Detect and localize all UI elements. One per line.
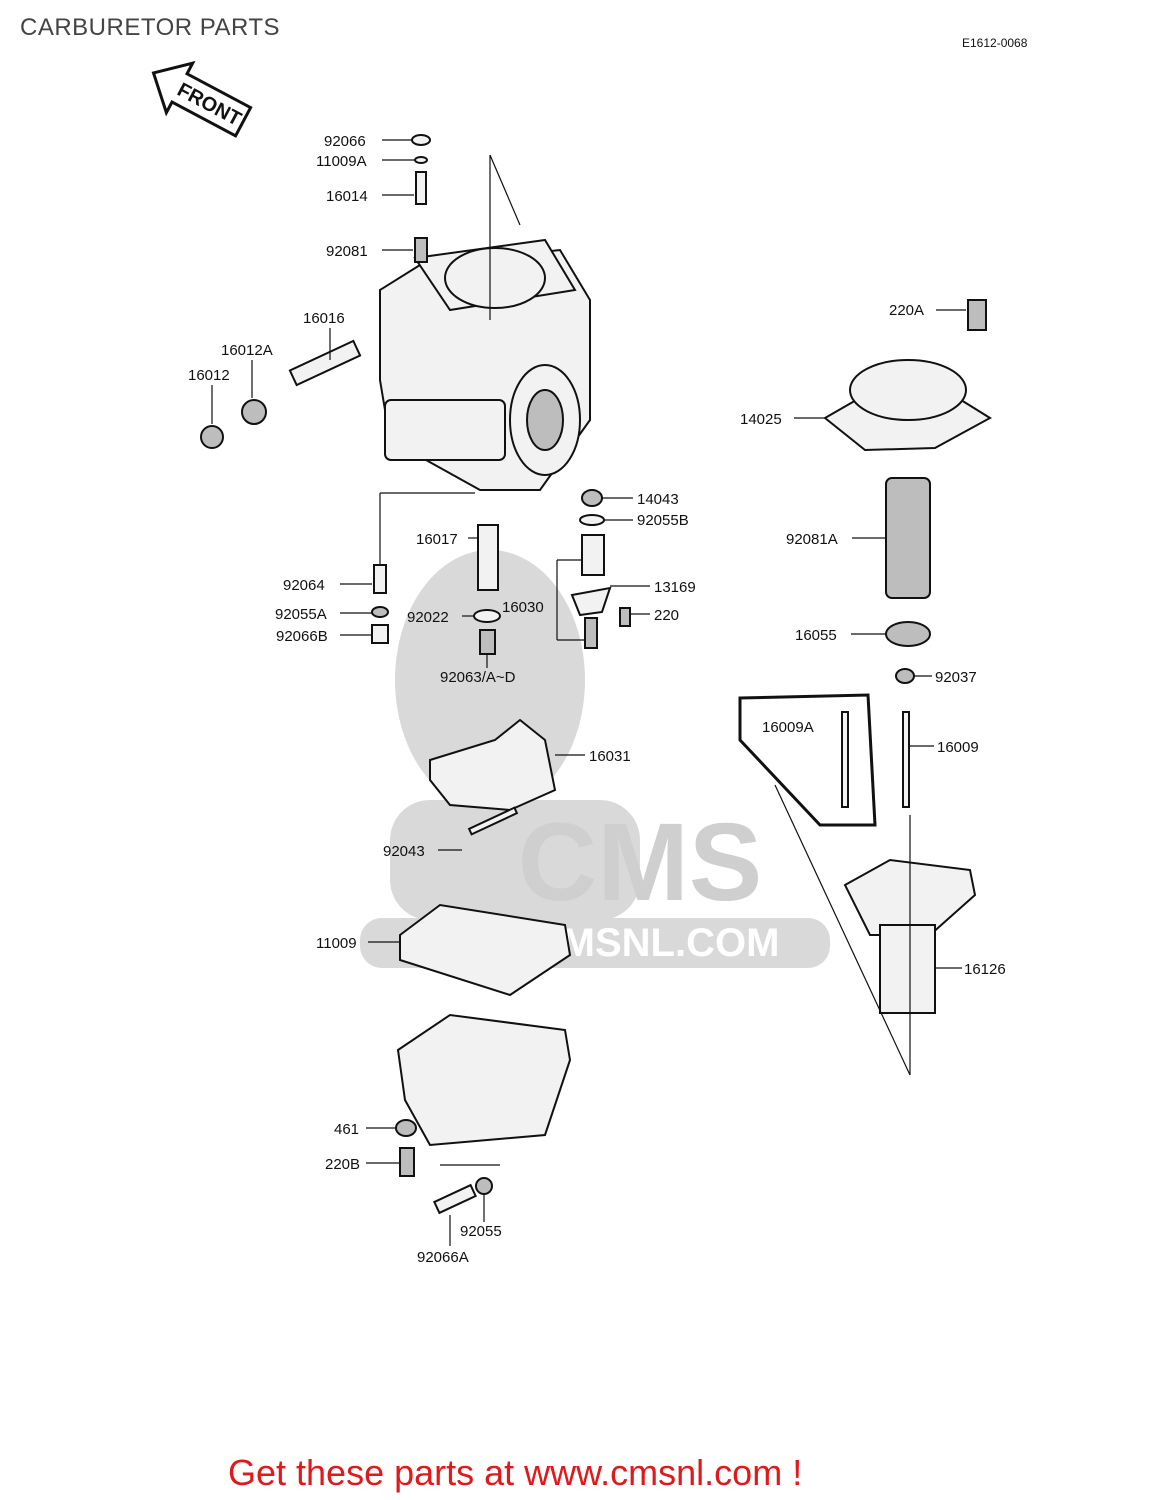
part-label-92066[interactable]: 92066 [324, 133, 366, 150]
shape-14043 [581, 489, 603, 507]
shape-16012a [241, 399, 267, 425]
shape-16055 [885, 621, 931, 647]
shape-14025-dome [849, 359, 967, 421]
shape-92064 [373, 564, 387, 594]
leader-axis-arrow [489, 154, 521, 226]
watermark-brand: CMS [518, 801, 762, 924]
front-arrow-shape [151, 60, 253, 138]
leader-16126-cone-left [774, 784, 911, 1076]
part-label-14043[interactable]: 14043 [637, 491, 679, 508]
leader-lines [211, 139, 966, 1246]
parts-shapes [200, 134, 992, 1215]
part-label-92064[interactable]: 92064 [283, 577, 325, 594]
part-label-92022[interactable]: 92022 [407, 609, 449, 626]
shape-92066 [411, 134, 431, 146]
shape-16009a [841, 711, 849, 808]
part-label-92081a[interactable]: 92081A [786, 531, 838, 548]
shape-needle-valve [584, 617, 598, 649]
shape-16012 [200, 425, 224, 449]
part-label-16014[interactable]: 16014 [326, 188, 368, 205]
shape-92055a [371, 606, 389, 618]
shape-92022 [473, 609, 501, 623]
shape-92066b [371, 624, 389, 644]
shape-220 [619, 607, 631, 627]
shape-16009 [902, 711, 910, 808]
page-title: CARBURETOR PARTS [20, 14, 281, 41]
shape-92055b [579, 514, 605, 526]
shape-13169 [570, 586, 612, 617]
shape-11009a [414, 156, 428, 164]
part-label-14025[interactable]: 14025 [740, 411, 782, 428]
shape-92081a [885, 477, 931, 599]
part-label-220[interactable]: 220 [654, 607, 679, 624]
front-arrow: FRONT [151, 60, 253, 138]
body-lower-block [384, 399, 506, 461]
body-top-bore [444, 247, 546, 309]
shape-220b [399, 1147, 415, 1177]
body-venturi-inner [526, 389, 564, 451]
shape-11009 [399, 903, 572, 997]
part-label-92055[interactable]: 92055 [460, 1223, 502, 1240]
part-label-92066a[interactable]: 92066A [417, 1249, 469, 1266]
diagram-code: E1612-0068 [962, 36, 1028, 50]
shape-16017 [477, 524, 499, 591]
shape-16031 [429, 718, 557, 812]
shape-16014 [415, 171, 427, 205]
part-label-92055a[interactable]: 92055A [275, 606, 327, 623]
shape-float-bowl [396, 1013, 572, 1147]
shape-16126 [879, 924, 936, 1014]
part-label-92063[interactable]: 92063/A~D [440, 669, 516, 686]
part-label-16012a[interactable]: 16012A [221, 342, 273, 359]
shape-92037 [895, 668, 915, 684]
get-parts-link[interactable]: Get these parts at www.cmsnl.com ! [228, 1452, 803, 1493]
part-label-220b[interactable]: 220B [325, 1156, 360, 1173]
shape-92066a [433, 1183, 477, 1215]
shape-16030 [581, 534, 605, 576]
shape-92043 [467, 806, 519, 836]
watermark-badge [390, 800, 640, 920]
part-label-16030[interactable]: 16030 [502, 599, 544, 616]
part-label-92037[interactable]: 92037 [935, 669, 977, 686]
part-label-92043[interactable]: 92043 [383, 843, 425, 860]
shape-461 [395, 1119, 417, 1137]
shape-92055 [475, 1177, 493, 1195]
carburetor-body [379, 238, 591, 491]
part-label-92081[interactable]: 92081 [326, 243, 368, 260]
part-label-220a[interactable]: 220A [889, 302, 924, 319]
part-label-16055[interactable]: 16055 [795, 627, 837, 644]
part-label-16016[interactable]: 16016 [303, 310, 345, 327]
part-label-16009[interactable]: 16009 [937, 739, 979, 756]
part-label-16126[interactable]: 16126 [964, 961, 1006, 978]
shape-92063 [479, 629, 496, 655]
shape-92081 [414, 237, 428, 263]
part-label-13169[interactable]: 13169 [654, 579, 696, 596]
shape-16016 [288, 339, 362, 387]
part-label-16017[interactable]: 16017 [416, 531, 458, 548]
part-label-461[interactable]: 461 [334, 1121, 359, 1138]
part-label-16009a[interactable]: 16009A [762, 719, 814, 736]
part-label-11009[interactable]: 11009 [316, 935, 357, 952]
shape-220a [967, 299, 987, 331]
part-label-92055b[interactable]: 92055B [637, 512, 689, 529]
part-label-16012[interactable]: 16012 [188, 367, 230, 384]
part-label-92066b[interactable]: 92066B [276, 628, 328, 645]
part-label-11009a[interactable]: 11009A [316, 153, 367, 170]
part-labels: 92066 11009A 16014 92081 16016 16012A 16… [188, 133, 1006, 1266]
part-label-16031[interactable]: 16031 [589, 748, 631, 765]
